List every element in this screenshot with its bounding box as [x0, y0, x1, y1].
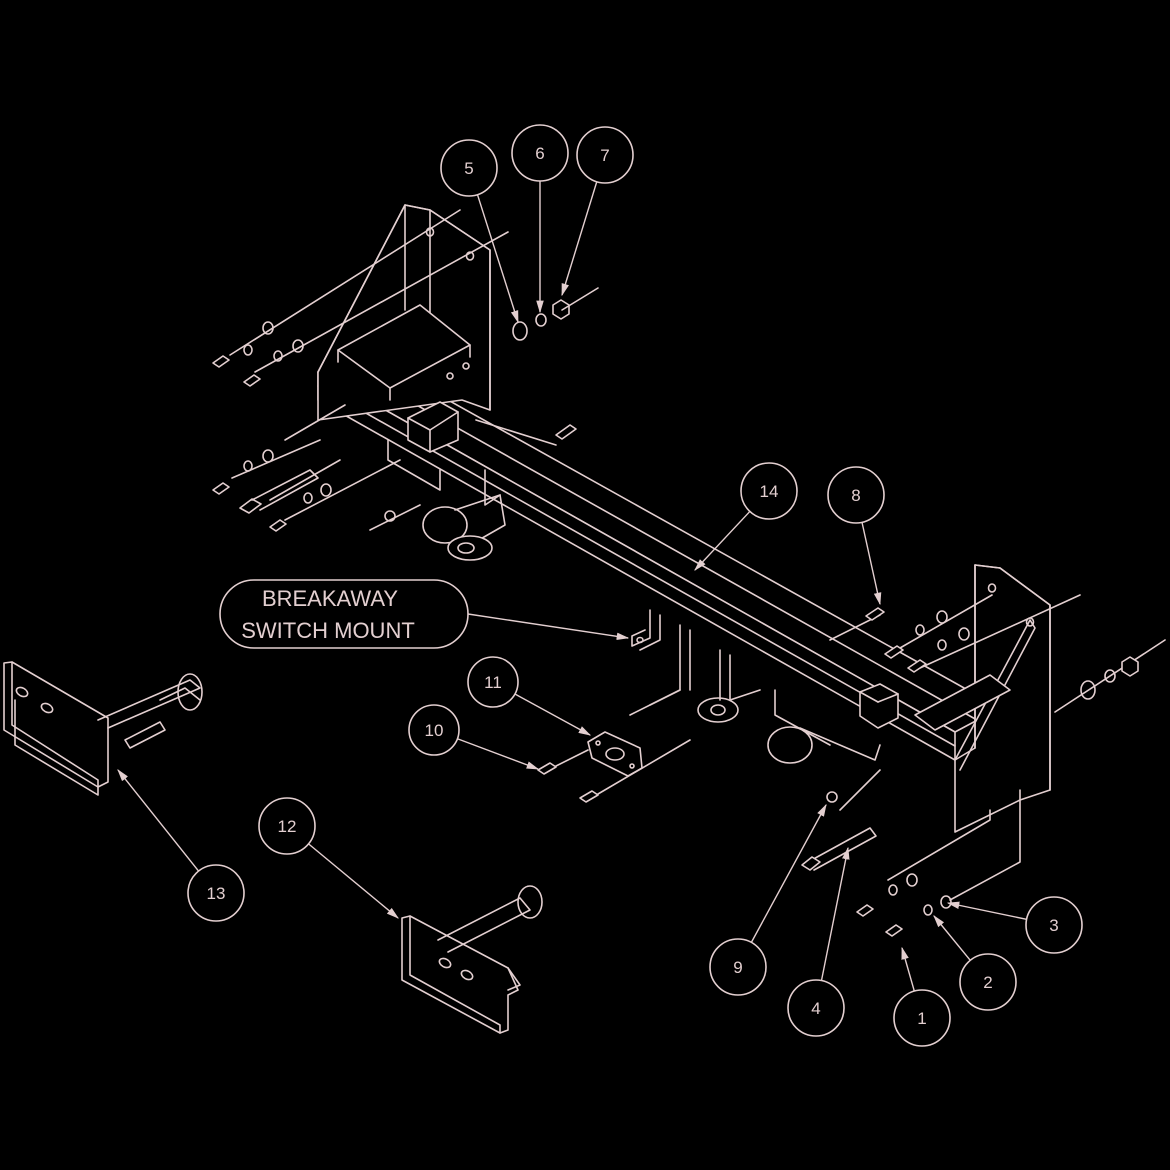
callout-3: 3 — [1025, 896, 1083, 954]
callout-11: 11 — [467, 656, 519, 708]
callout-number-6: 6 — [535, 144, 544, 163]
callout-circle-9 — [709, 938, 767, 996]
leader-line-3 — [946, 901, 1027, 920]
callout-circle-3 — [1025, 896, 1083, 954]
note-bubble — [219, 579, 469, 649]
callout-number-7: 7 — [600, 146, 609, 165]
leader-line-12 — [308, 843, 399, 919]
leader-line-13 — [117, 769, 200, 872]
callout-8: 8 — [827, 466, 885, 524]
leader-line-10 — [457, 738, 540, 770]
tow-bracket-right — [401, 885, 543, 1034]
callout-number-11: 11 — [484, 673, 502, 692]
callout-circle-8 — [827, 466, 885, 524]
callout-circle-13 — [187, 864, 245, 922]
leader-line-4 — [820, 846, 850, 981]
breakaway-plate-parts — [537, 689, 691, 803]
callout-4: 4 — [787, 979, 845, 1037]
callout-13: 13 — [187, 864, 245, 922]
callout-number-13: 13 — [207, 884, 226, 903]
callout-number-8: 8 — [851, 486, 860, 505]
callout-circle-12 — [258, 797, 316, 855]
callout-circle-11 — [467, 656, 519, 708]
callout-number-5: 5 — [464, 159, 473, 178]
leader-line-5 — [476, 194, 519, 324]
callout-circle-6 — [511, 124, 569, 182]
leader-line-11 — [514, 693, 592, 736]
leader-lines — [117, 181, 1027, 992]
leader-line-note — [467, 613, 630, 641]
callout-number-10: 10 — [425, 721, 444, 740]
callout-circle-5 — [440, 139, 498, 197]
callout-7: 7 — [576, 126, 634, 184]
callout-number-1: 1 — [917, 1009, 926, 1028]
callout-9: 9 — [709, 938, 767, 996]
callout-number-12: 12 — [278, 817, 297, 836]
leader-line-9 — [750, 803, 827, 943]
leader-line-1 — [901, 946, 915, 992]
hitch-assembly-drawing — [3, 204, 1166, 1034]
callout-circle-7 — [576, 126, 634, 184]
leader-line-8 — [861, 522, 882, 606]
callout-1: 1 — [893, 989, 951, 1047]
tow-bracket-left — [3, 661, 203, 796]
left-hardware — [212, 209, 599, 532]
callout-number-14: 14 — [760, 482, 779, 501]
callout-12: 12 — [258, 797, 316, 855]
callout-number-4: 4 — [811, 999, 820, 1018]
right-mounting-bracket — [697, 564, 1051, 833]
callout-6: 6 — [511, 124, 569, 182]
callout-number-3: 3 — [1049, 916, 1058, 935]
callout-5: 5 — [440, 139, 498, 197]
callout-circle-1 — [893, 989, 951, 1047]
callout-circle-10 — [408, 704, 460, 756]
callout-2: 2 — [959, 953, 1017, 1011]
note-line-1: BREAKAWAY — [262, 586, 398, 611]
callout-circle-14 — [740, 462, 798, 520]
leader-line-2 — [933, 915, 971, 961]
leader-line-7 — [561, 181, 598, 297]
breakaway-switch-mount-note: BREAKAWAY SWITCH MOUNT — [219, 579, 469, 649]
left-mounting-bracket — [317, 204, 506, 561]
callout-circle-4 — [787, 979, 845, 1037]
leader-line-14 — [694, 510, 751, 571]
right-hardware — [801, 594, 1166, 937]
callout-14: 14 — [740, 462, 798, 520]
callout-circle-2 — [959, 953, 1017, 1011]
note-line-2: SWITCH MOUNT — [241, 618, 415, 643]
callout-number-2: 2 — [983, 973, 992, 992]
callout-number-9: 9 — [733, 958, 742, 977]
callout-10: 10 — [408, 704, 460, 756]
